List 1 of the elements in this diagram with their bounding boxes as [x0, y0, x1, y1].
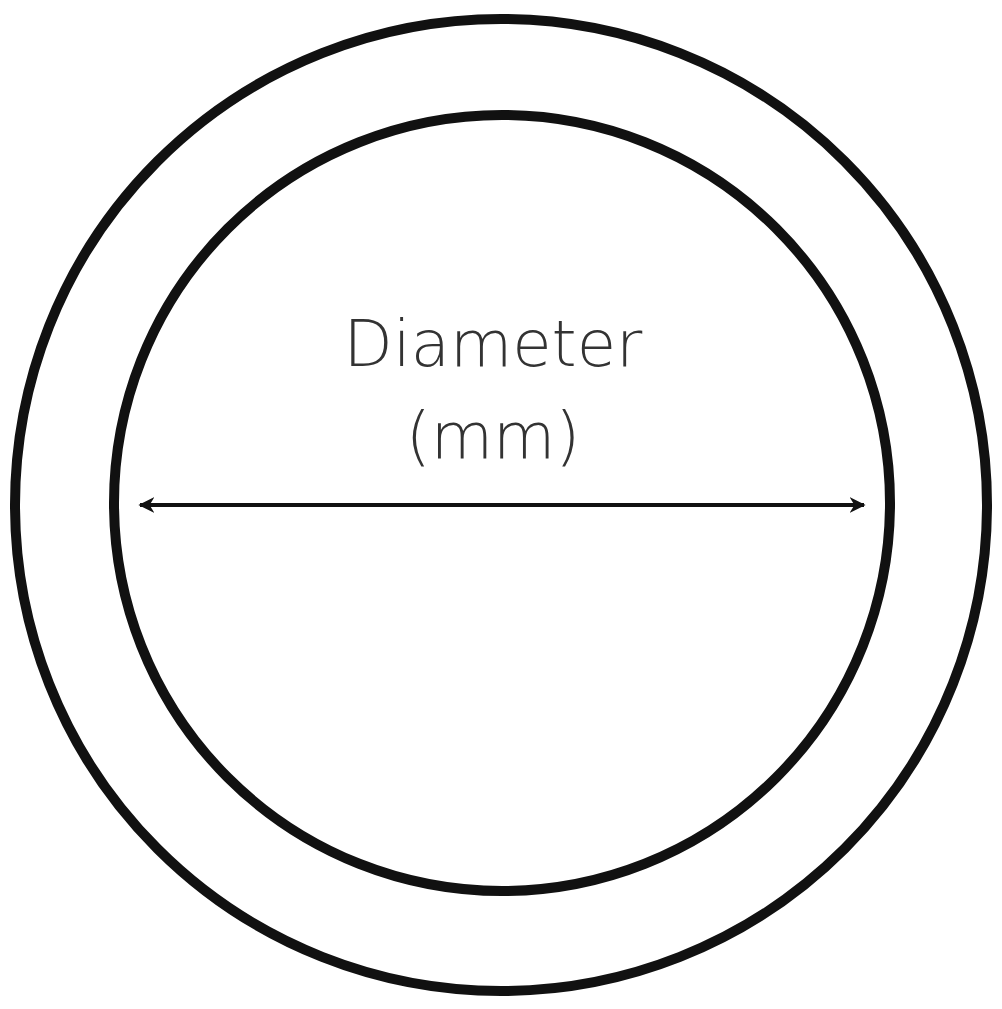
dimension-label: Diameter (mm): [342, 306, 644, 475]
